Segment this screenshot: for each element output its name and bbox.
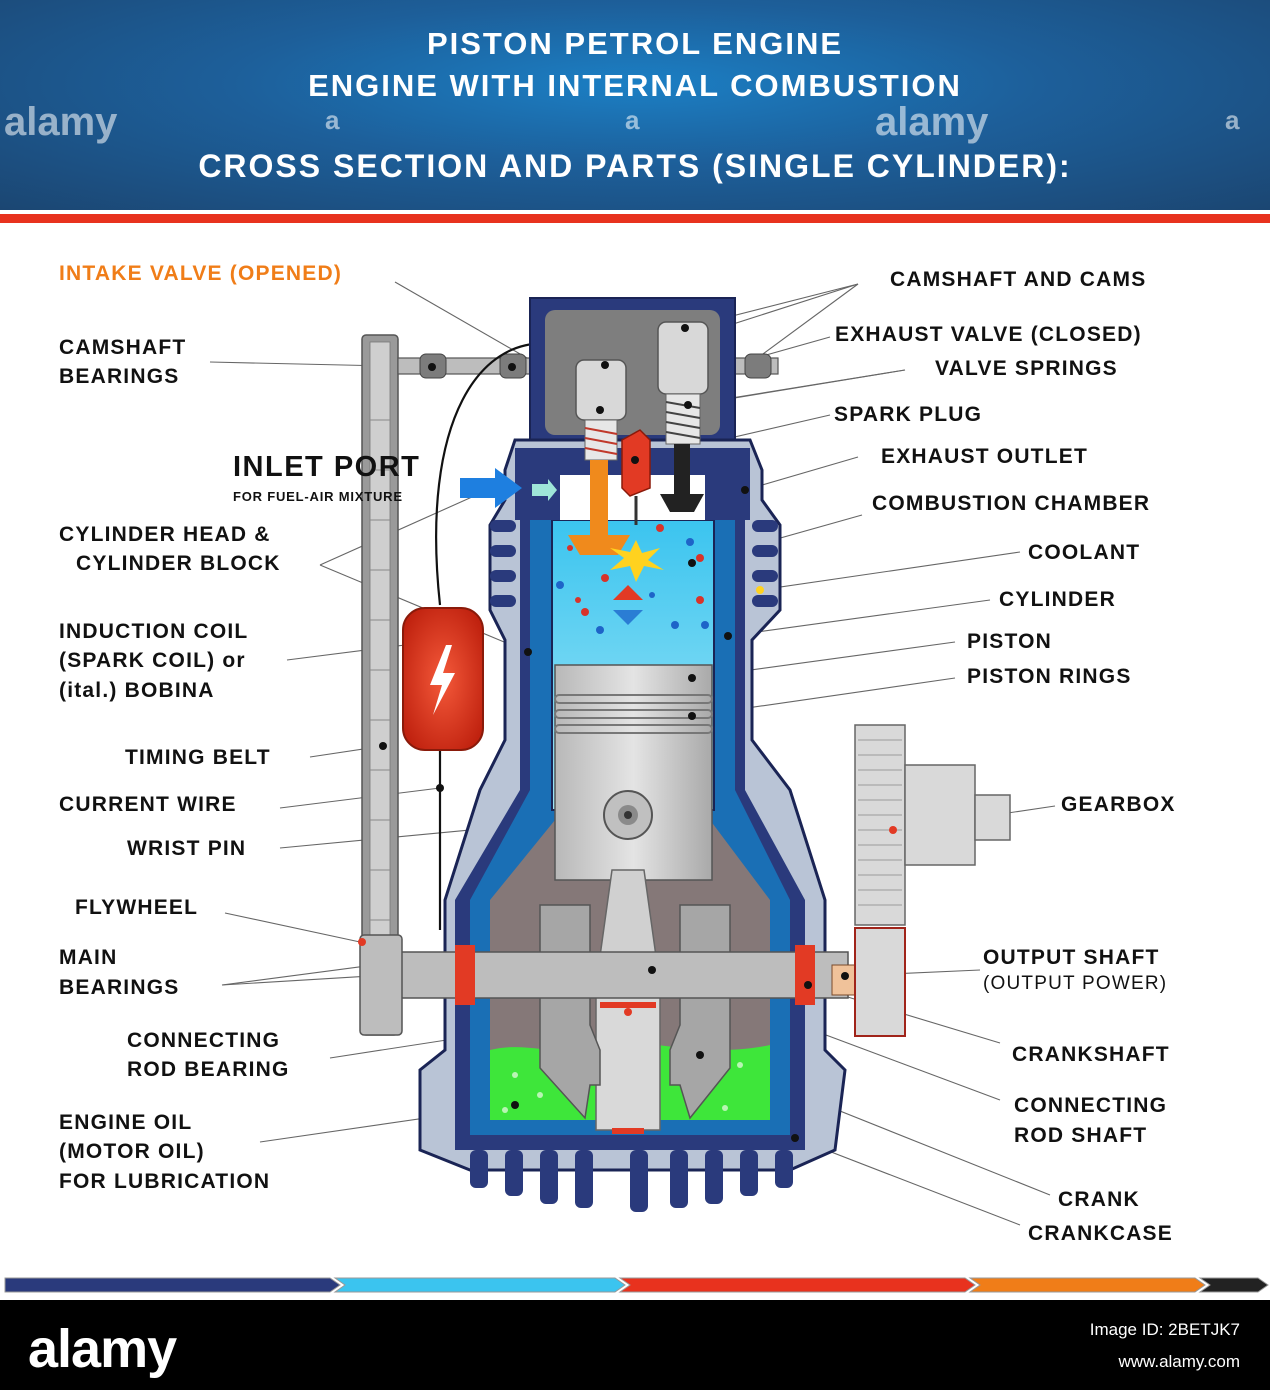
- label-cylinder-block: CYLINDER BLOCK: [76, 552, 281, 575]
- divider-red: [0, 214, 1270, 223]
- label-main-bearings-2: BEARINGS: [59, 976, 180, 999]
- label-main-bearings: MAIN: [59, 946, 118, 969]
- label-intake-valve: INTAKE VALVE (OPENED): [59, 262, 343, 285]
- label-piston: PISTON: [967, 630, 1052, 653]
- label-current-wire: CURRENT WIRE: [59, 793, 237, 816]
- output-gear: [854, 927, 906, 1037]
- label-cylinder: CYLINDER: [999, 588, 1116, 611]
- label-cylinder-head: CYLINDER HEAD &: [59, 523, 271, 546]
- label-inlet-port-sub: FOR FUEL-AIR MIXTURE: [233, 489, 403, 504]
- label-crankshaft: CRANKSHAFT: [1012, 1043, 1170, 1066]
- gearbox: [854, 724, 906, 926]
- label-camshaft-cams: CAMSHAFT AND CAMS: [890, 268, 1147, 291]
- flywheel: [359, 934, 403, 1036]
- label-camshaft-bearings: CAMSHAFT: [59, 336, 187, 359]
- label-induction-coil-3: (ital.) BOBINA: [59, 679, 215, 702]
- label-conn-rod-bearing-2: ROD BEARING: [127, 1058, 290, 1081]
- divider: [0, 210, 1270, 214]
- label-exhaust-valve: EXHAUST VALVE (CLOSED): [835, 323, 1142, 346]
- label-exhaust-outlet: EXHAUST OUTLET: [881, 445, 1088, 468]
- label-valve-springs: VALVE SPRINGS: [935, 357, 1118, 380]
- label-piston-rings: PISTON RINGS: [967, 665, 1132, 688]
- piston: [554, 664, 713, 881]
- title-banner: PISTON PETROL ENGINE ENGINE WITH INTERNA…: [0, 0, 1270, 210]
- label-conn-rod-bearing: CONNECTING: [127, 1029, 281, 1052]
- title-line-2: ENGINE WITH INTERNAL COMBUSTION: [308, 68, 962, 103]
- exhaust-valve-lifter: [657, 321, 709, 395]
- title-line-1: PISTON PETROL ENGINE: [426, 26, 844, 61]
- label-combustion-chamber: COMBUSTION CHAMBER: [872, 492, 1151, 515]
- label-spark-plug: SPARK PLUG: [834, 403, 983, 426]
- label-crankcase: CRANKCASE: [1028, 1222, 1173, 1245]
- inlet-arrow: [460, 468, 522, 508]
- exhaust-valve: [674, 444, 690, 494]
- label-flywheel: FLYWHEEL: [75, 896, 199, 919]
- label-gearbox: GEARBOX: [1061, 793, 1176, 816]
- intake-valve: [590, 460, 608, 535]
- label-camshaft-bearings-2: BEARINGS: [59, 365, 180, 388]
- watermark: a: [325, 105, 340, 135]
- label-output-shaft: OUTPUT SHAFT: [983, 946, 1160, 969]
- engine-cross-section: [4, 281, 1269, 1293]
- label-wrist-pin: WRIST PIN: [127, 837, 247, 860]
- label-timing-belt: TIMING BELT: [125, 746, 271, 769]
- footer-bar: alamy Image ID: 2BETJK7 www.alamy.com: [0, 1300, 1270, 1390]
- label-inlet-port: INLET PORT: [233, 451, 421, 483]
- label-engine-oil: ENGINE OIL: [59, 1111, 193, 1134]
- label-conn-rod-shaft: CONNECTING: [1014, 1094, 1168, 1117]
- label-engine-oil-3: FOR LUBRICATION: [59, 1170, 271, 1193]
- label-output-shaft-sub: (OUTPUT POWER): [983, 973, 1168, 994]
- image-id: Image ID: 2BETJK7: [1089, 1320, 1240, 1339]
- watermark: a: [1225, 105, 1240, 135]
- label-crank: CRANK: [1058, 1188, 1140, 1211]
- site-url: www.alamy.com: [1118, 1352, 1240, 1371]
- label-induction-coil-2: (SPARK COIL) or: [59, 649, 246, 672]
- watermark: alamy: [4, 100, 118, 144]
- watermark: a: [625, 105, 640, 135]
- title-line-3: CROSS SECTION AND PARTS (SINGLE CYLINDER…: [198, 148, 1072, 184]
- watermark: alamy: [875, 100, 989, 144]
- label-induction-coil: INDUCTION COIL: [59, 620, 249, 643]
- spark: [610, 540, 664, 582]
- label-engine-oil-2: (MOTOR OIL): [59, 1140, 205, 1163]
- alamy-logo: alamy: [28, 1319, 177, 1379]
- label-coolant: COOLANT: [1028, 541, 1141, 564]
- color-bar: [4, 1277, 341, 1293]
- label-conn-rod-shaft-2: ROD SHAFT: [1014, 1124, 1148, 1147]
